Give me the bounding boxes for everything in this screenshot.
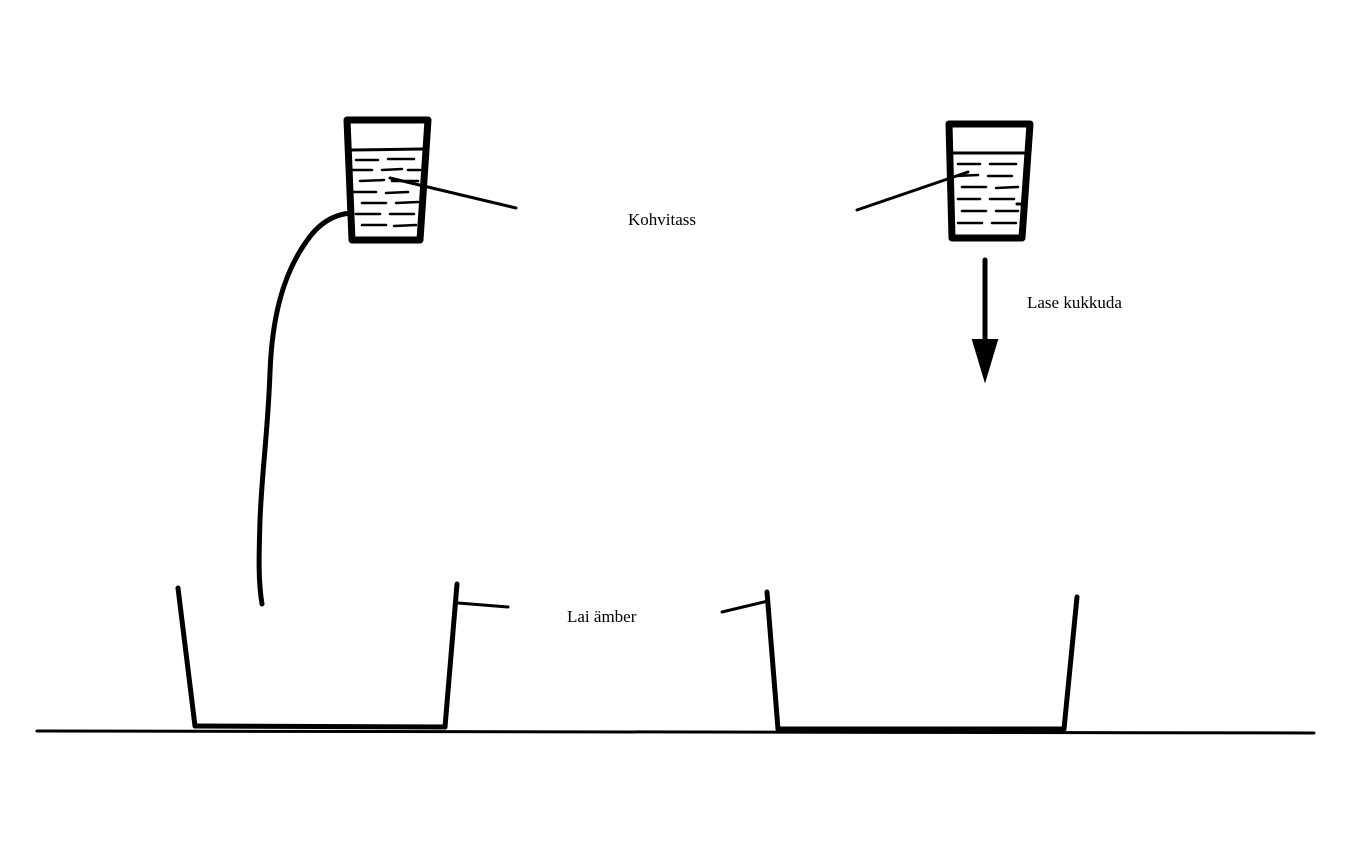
right-bucket-leader	[720, 599, 770, 614]
drop-arrow-head	[971, 339, 999, 384]
left-bucket-leader	[456, 601, 510, 609]
ground-line	[35, 729, 1316, 735]
left-bucket	[175, 581, 460, 730]
right-cup-leader	[855, 170, 970, 212]
right-cup-outline	[945, 120, 1034, 242]
left-cup-outline	[343, 116, 432, 244]
left-cup-leader	[388, 176, 518, 210]
pour-stream	[256, 210, 355, 607]
right-bucket	[764, 589, 1080, 732]
cup-label: Kohvitass	[628, 210, 696, 229]
left-cup-liquid	[350, 147, 424, 228]
right-cup	[945, 120, 1034, 242]
right-cup-liquid	[950, 151, 1027, 225]
bucket-label: Lai ämber	[567, 607, 637, 626]
left-cup	[343, 116, 432, 244]
drop-label: Lase kukkuda	[1027, 293, 1122, 312]
